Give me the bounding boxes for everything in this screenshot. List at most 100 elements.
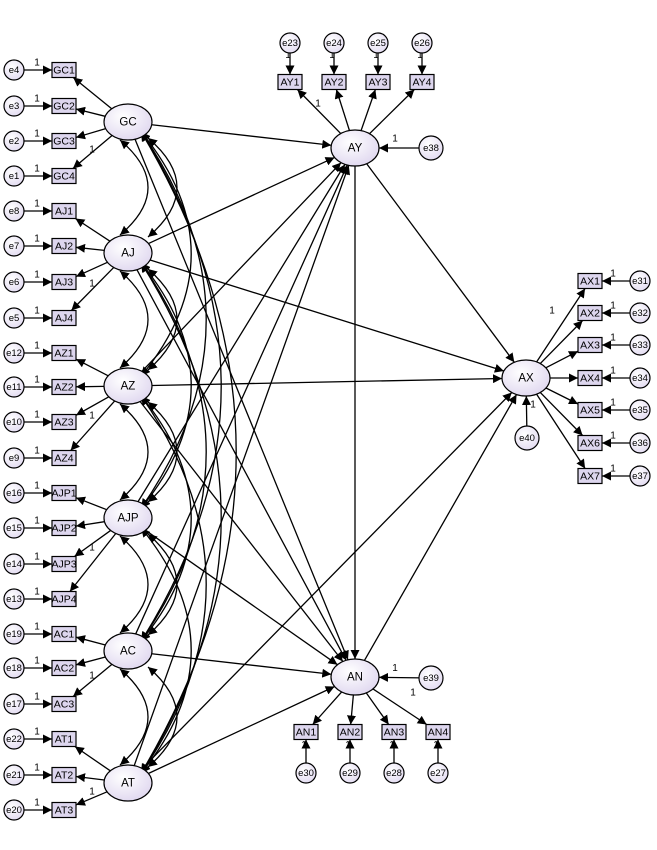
indicator-box-AJ4[interactable] xyxy=(51,309,77,327)
latent-ellipse-AY[interactable] xyxy=(330,129,380,167)
error-circle-e30[interactable] xyxy=(295,762,317,784)
latent-ellipse-AJ[interactable] xyxy=(103,234,153,272)
indicator-box-AC3[interactable] xyxy=(51,695,77,713)
indicator-box-AX2[interactable] xyxy=(577,304,603,322)
error-circle-e10[interactable] xyxy=(3,411,25,433)
error-circle-e9[interactable] xyxy=(3,447,25,469)
loading-AJ-AJ4 xyxy=(70,267,115,311)
error-circle-e14[interactable] xyxy=(3,553,25,575)
error-circle-e21[interactable] xyxy=(3,764,25,786)
indicator-box-AX1[interactable] xyxy=(577,272,603,290)
indicator-box-AN2[interactable] xyxy=(337,723,363,741)
structural-error-circle-e39[interactable] xyxy=(418,665,444,691)
indicator-box-AX5[interactable] xyxy=(577,401,603,419)
fixed-1-e1: 1 xyxy=(34,164,40,175)
indicator-box-AJ1[interactable] xyxy=(51,202,77,220)
error-circle-e5[interactable] xyxy=(3,307,25,329)
error-circle-e1[interactable] xyxy=(3,165,25,187)
indicator-box-GC4[interactable] xyxy=(51,167,77,185)
indicator-box-AC1[interactable] xyxy=(51,625,77,643)
error-circle-e28[interactable] xyxy=(383,762,405,784)
latent-ellipse-AX[interactable] xyxy=(501,359,551,397)
indicator-box-AX3[interactable] xyxy=(577,336,603,354)
indicator-box-AJP4[interactable] xyxy=(51,590,77,608)
indicator-box-GC2[interactable] xyxy=(51,97,77,115)
indicator-box-AZ1[interactable] xyxy=(51,344,77,362)
indicator-box-AJ3[interactable] xyxy=(51,273,77,291)
latent-ellipse-AC[interactable] xyxy=(103,632,153,670)
indicator-box-AJP2[interactable] xyxy=(51,519,77,537)
error-circle-e20[interactable] xyxy=(3,799,25,821)
error-circle-e16[interactable] xyxy=(3,482,25,504)
latent-ellipse-AJP[interactable] xyxy=(103,499,153,537)
error-circle-e23[interactable] xyxy=(279,32,301,54)
indicator-box-AY2[interactable] xyxy=(321,73,347,91)
latent-ellipse-AT[interactable] xyxy=(103,764,153,802)
error-circle-e12[interactable] xyxy=(3,342,25,364)
error-label-e6: e6 xyxy=(9,277,20,288)
latent-ellipse-GC[interactable] xyxy=(103,103,153,141)
indicator-box-AT1[interactable] xyxy=(51,730,77,748)
structural-error-circle-e40[interactable] xyxy=(514,425,540,451)
error-circle-e25[interactable] xyxy=(367,32,389,54)
error-circle-e36[interactable] xyxy=(629,432,651,454)
fixed-1-AZ3: 1 xyxy=(89,411,95,422)
indicator-box-GC3[interactable] xyxy=(51,132,77,150)
error-circle-e22[interactable] xyxy=(3,728,25,750)
error-circle-e26[interactable] xyxy=(411,32,433,54)
error-circle-e33[interactable] xyxy=(629,334,651,356)
indicator-box-AY1[interactable] xyxy=(277,73,303,91)
error-circle-e13[interactable] xyxy=(3,588,25,610)
indicator-label-AZ4: AZ4 xyxy=(54,453,73,465)
error-circle-e18[interactable] xyxy=(3,657,25,679)
indicator-box-AX4[interactable] xyxy=(577,369,603,387)
indicator-box-AZ2[interactable] xyxy=(51,378,77,396)
indicator-box-AJP1[interactable] xyxy=(51,484,77,502)
indicator-box-AX6[interactable] xyxy=(577,434,603,452)
error-circle-e19[interactable] xyxy=(3,623,25,645)
indicator-box-AY3[interactable] xyxy=(365,73,391,91)
indicator-label-AY1: AY1 xyxy=(280,77,299,89)
error-circle-e6[interactable] xyxy=(3,271,25,293)
error-circle-e24[interactable] xyxy=(323,32,345,54)
error-circle-e35[interactable] xyxy=(629,399,651,421)
error-circle-e8[interactable] xyxy=(3,200,25,222)
fixed-1-e22: 1 xyxy=(34,727,40,738)
indicator-box-AN4[interactable] xyxy=(425,723,451,741)
error-circle-e7[interactable] xyxy=(3,235,25,257)
error-circle-e31[interactable] xyxy=(629,270,651,292)
indicator-label-AN1: AN1 xyxy=(296,727,317,739)
indicator-box-AZ3[interactable] xyxy=(51,413,77,431)
structural-error-circle-e38[interactable] xyxy=(418,135,444,161)
indicator-box-AN1[interactable] xyxy=(293,723,319,741)
error-circle-e2[interactable] xyxy=(3,130,25,152)
error-circle-e15[interactable] xyxy=(3,517,25,539)
indicator-box-AX7[interactable] xyxy=(577,467,603,485)
indicator-box-AJ2[interactable] xyxy=(51,237,77,255)
fixed-1-e30: 1 xyxy=(301,740,307,751)
latent-ellipse-AZ[interactable] xyxy=(103,367,153,405)
indicator-box-AT2[interactable] xyxy=(51,766,77,784)
cov-AZ-AC xyxy=(140,395,192,642)
indicator-box-AN3[interactable] xyxy=(381,723,407,741)
indicator-box-AJP3[interactable] xyxy=(51,555,77,573)
error-circle-e4[interactable] xyxy=(3,59,25,81)
error-circle-e17[interactable] xyxy=(3,693,25,715)
indicator-box-AZ4[interactable] xyxy=(51,449,77,467)
latent-label-AJP: AJP xyxy=(117,513,138,525)
indicator-box-AC2[interactable] xyxy=(51,659,77,677)
error-circle-e37[interactable] xyxy=(629,465,651,487)
latent-ellipse-AN[interactable] xyxy=(330,658,380,696)
error-circle-e11[interactable] xyxy=(3,376,25,398)
error-circle-e32[interactable] xyxy=(629,302,651,324)
indicator-box-AY4[interactable] xyxy=(409,73,435,91)
error-circle-e29[interactable] xyxy=(339,762,361,784)
indicator-box-AT3[interactable] xyxy=(51,801,77,819)
error-circle-e3[interactable] xyxy=(3,95,25,117)
error-circle-e27[interactable] xyxy=(427,762,449,784)
indicator-box-GC1[interactable] xyxy=(51,61,77,79)
error-circle-e34[interactable] xyxy=(629,367,651,389)
indicator-label-AY4: AY4 xyxy=(412,77,431,89)
cov-AJ-AJP xyxy=(140,262,192,509)
